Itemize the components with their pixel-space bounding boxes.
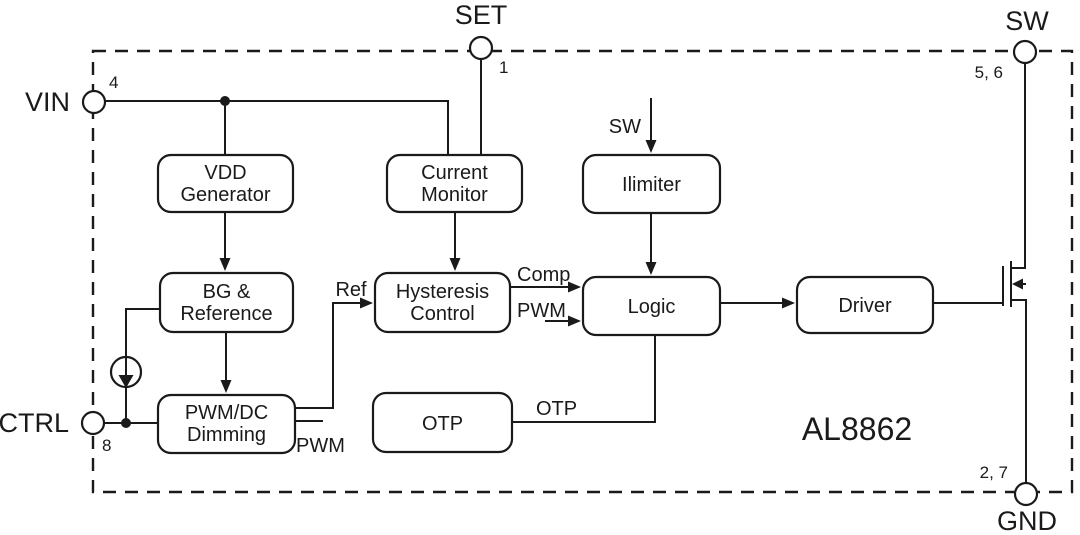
block-current-monitor: Current Monitor <box>385 153 524 214</box>
pin-vin: VIN 4 <box>25 73 118 117</box>
wire-vin-rail <box>105 100 449 155</box>
logic-box <box>581 275 722 337</box>
sw-sense-signal-label: SW <box>609 116 641 138</box>
bg-reference-label-line2: Reference <box>180 303 272 325</box>
mosfet-body-arrow <box>1012 278 1023 290</box>
gnd-pin-name: GND <box>997 506 1057 535</box>
functional-blocks: VDD Generator Current Monitor Ilimiter B… <box>156 153 935 455</box>
ctrl-pin-number: 8 <box>102 436 111 455</box>
pin-set: SET 1 <box>455 0 509 77</box>
chip-boundary-outline <box>91 49 1074 494</box>
otp-signal-label: OTP <box>536 398 577 420</box>
set-pin-name: SET <box>455 0 508 30</box>
current-source-arrow <box>118 375 134 388</box>
current-monitor-label-line1: Current <box>421 162 488 184</box>
bg-reference-box <box>158 271 295 334</box>
junction-dot-ctrl <box>121 418 131 428</box>
vin-pin-name: VIN <box>25 87 70 117</box>
ctrl-pin-name: CTRL <box>0 408 69 438</box>
current-monitor-label-line2: Monitor <box>421 184 488 206</box>
pwm-dc-dimming-box <box>156 393 297 455</box>
driver-label: Driver <box>838 295 892 317</box>
otp-box <box>371 391 514 454</box>
block-bg-reference: BG & Reference <box>158 271 295 334</box>
junction-dot-vin <box>220 96 230 106</box>
wire-source-to-gnd <box>1011 299 1027 483</box>
nmos-transistor-symbol <box>1002 261 1026 307</box>
wire-ref-to-hysteresis <box>295 297 373 409</box>
signal-labels: Ref Comp PWM PWM OTP SW <box>296 116 641 457</box>
hysteresis-control-box <box>373 271 512 334</box>
pwm-output-signal-label: PWM <box>296 435 345 457</box>
gnd-pin-number: 2, 7 <box>980 463 1008 482</box>
logic-label: Logic <box>628 296 676 318</box>
hysteresis-control-label-line2: Control <box>410 303 474 325</box>
block-ilimiter: Ilimiter <box>581 153 722 215</box>
vdd-generator-label-line2: Generator <box>180 184 270 206</box>
pin-gnd: GND 2, 7 <box>980 463 1057 535</box>
wires <box>104 59 1027 483</box>
set-pin-number: 1 <box>499 58 508 77</box>
vdd-generator-box <box>156 153 295 214</box>
pin-ctrl: CTRL 8 <box>0 408 111 455</box>
block-pwm-dc-dimming: PWM/DC Dimming <box>156 393 297 455</box>
vin-pin-number: 4 <box>109 73 118 92</box>
ilimiter-label: Ilimiter <box>622 174 681 196</box>
comp-signal-label: Comp <box>517 264 570 286</box>
block-hysteresis-control: Hysteresis Control <box>373 271 512 334</box>
pwm-dc-dimming-label-line1: PWM/DC <box>185 402 268 424</box>
pwm-dc-dimming-label-line2: Dimming <box>187 424 266 446</box>
vin-pin-circle <box>81 89 107 115</box>
block-logic: Logic <box>581 275 722 337</box>
wire-sw-to-drain <box>1011 63 1026 269</box>
current-source-symbol <box>109 355 143 389</box>
ilimiter-box <box>581 153 722 215</box>
set-pin-circle <box>468 35 494 61</box>
current-monitor-box <box>385 153 524 214</box>
sw-pin-name: SW <box>1005 6 1049 36</box>
sw-pin-number: 5, 6 <box>975 63 1003 82</box>
pins: VIN 4 SET 1 SW 5, 6 CTRL 8 GND 2, 7 <box>0 0 1057 535</box>
ref-signal-label: Ref <box>335 279 367 301</box>
pwm-to-logic-signal-label: PWM <box>517 300 566 322</box>
bg-reference-label-line1: BG & <box>203 281 251 303</box>
driver-box <box>795 275 935 335</box>
sw-pin-circle <box>1012 39 1038 65</box>
block-vdd-generator: VDD Generator <box>156 153 295 214</box>
wire-otp-to-logic <box>512 335 656 423</box>
block-otp: OTP <box>371 391 514 454</box>
otp-label: OTP <box>422 413 463 435</box>
vdd-generator-label-line1: VDD <box>204 162 246 184</box>
ctrl-pin-circle <box>80 410 106 436</box>
block-driver: Driver <box>795 275 935 335</box>
hysteresis-control-label-line1: Hysteresis <box>396 281 489 303</box>
part-number-label: AL8862 <box>802 411 912 447</box>
pin-sw: SW 5, 6 <box>975 6 1050 82</box>
gnd-pin-circle <box>1013 481 1039 507</box>
